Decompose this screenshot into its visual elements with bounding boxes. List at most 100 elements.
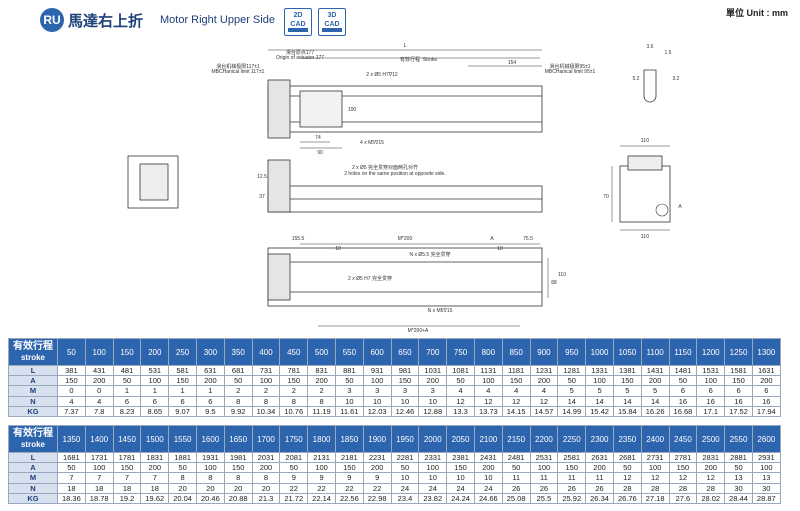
table-cell: 9.5 [195, 405, 225, 417]
stroke-header-cell: 2400 [640, 425, 670, 453]
table-cell: 681 [223, 364, 253, 377]
right-end-view [619, 165, 671, 223]
stroke-header-cell: 1450 [112, 425, 142, 453]
table-cell: 8 [279, 395, 309, 407]
label-a: A [678, 204, 682, 210]
table-cell: 100 [640, 462, 670, 474]
table-cell: 431 [84, 364, 114, 377]
stroke-row-header-en: stroke [20, 440, 45, 449]
table-cell: 1081 [446, 364, 475, 377]
page-title-cn: 馬達右上折 [68, 13, 144, 30]
table-cell: 10 [390, 395, 420, 407]
table-cell: 200 [473, 462, 503, 474]
dim-10-right: 10 [497, 246, 503, 252]
n-screw: N x M5∇15 [428, 308, 453, 314]
table-cell: 10.34 [251, 405, 281, 417]
cad-3d-button[interactable]: 3D CAD [318, 8, 346, 36]
table-cell: 10 [418, 472, 448, 484]
table-cell: 6 [696, 385, 726, 397]
table-cell: 100 [529, 462, 559, 474]
table-cell: 28.87 [751, 492, 781, 504]
table-cell: 11.61 [334, 405, 364, 417]
table-cell: 16 [724, 395, 753, 407]
table-cell: 5 [612, 385, 642, 397]
stroke-header-cell: 1500 [140, 425, 170, 453]
table-cell: 200 [696, 462, 726, 474]
table-cell: 16.26 [640, 405, 670, 417]
dim-3-6: 3.6 [647, 44, 654, 50]
stroke-header-cell: 2600 [751, 425, 781, 453]
table-cell: 28 [668, 482, 698, 494]
table-cell: 9 [334, 472, 364, 484]
table-cell: 50 [501, 462, 531, 474]
row-label: L [8, 364, 58, 377]
table-cell: 200 [84, 375, 114, 387]
table-cell: 2681 [612, 451, 642, 464]
table-cell: 21.72 [279, 492, 309, 504]
table-cell: 1 [140, 385, 170, 397]
table-cell: 2 [251, 385, 281, 397]
table-cell: 2381 [446, 451, 475, 464]
table-cell: 11 [501, 472, 531, 484]
table-cell: 2131 [307, 451, 336, 464]
table-cell: 10 [446, 472, 475, 484]
limit-right-cn: 滑台机械极限95±1 [549, 63, 590, 70]
table-cell: 28.02 [696, 492, 726, 504]
table-cell: 2081 [279, 451, 309, 464]
table-cell: 8 [251, 395, 281, 407]
dim-75-5: 75.5 [523, 236, 533, 242]
stroke-header-cell: 1250 [724, 338, 753, 366]
table-cell: 3 [334, 385, 364, 397]
table-cell: 7 [84, 472, 114, 484]
table-cell: 14 [612, 395, 642, 407]
stroke-header-cell: 1850 [334, 425, 364, 453]
table-cell: 7 [112, 472, 142, 484]
table-cell: 22 [279, 482, 309, 494]
table-cell: 26.34 [585, 492, 614, 504]
table-cell: 50 [168, 462, 197, 474]
table-cell: 24 [446, 482, 475, 494]
table-cell: 150 [612, 375, 642, 387]
table-cell: 2881 [724, 451, 753, 464]
table-cell: 2831 [696, 451, 726, 464]
table-cell: 100 [751, 462, 781, 474]
table-cell: 100 [195, 462, 225, 474]
stroke-header-cell: 800 [473, 338, 503, 366]
stroke-header-cell: 700 [418, 338, 448, 366]
table-cell: 8 [251, 472, 281, 484]
table-cell: 30 [751, 482, 781, 494]
table-cell: 14 [640, 395, 670, 407]
table-cell: 2631 [585, 451, 614, 464]
table-cell: 10 [362, 395, 392, 407]
cad-2d-button[interactable]: 2D CAD [284, 8, 312, 36]
table-cell: 4 [529, 385, 559, 397]
stroke-header-cell: 50 [57, 338, 86, 366]
table-cell: 1331 [585, 364, 614, 377]
table-cell: 24 [418, 482, 448, 494]
stroke-header-cell: 1600 [195, 425, 225, 453]
table-cell: 16 [751, 395, 781, 407]
table-cell: 18.36 [57, 492, 86, 504]
table-cell: 150 [168, 375, 197, 387]
table-cell: 1381 [612, 364, 642, 377]
table-cell: 17.52 [724, 405, 753, 417]
table-cell: 5 [640, 385, 670, 397]
table-cell: 18 [112, 482, 142, 494]
dim-3-2: 3.2 [673, 76, 680, 82]
table-cell: 12 [612, 472, 642, 484]
table-cell: 150 [390, 375, 420, 387]
table-cell: 1031 [418, 364, 448, 377]
table-cell: 2 [223, 385, 253, 397]
dim-88: 88 [551, 280, 557, 286]
table-cell: 100 [418, 462, 448, 474]
stroke-header-cell: 200 [140, 338, 170, 366]
table-cell: 23.82 [418, 492, 448, 504]
table-cell: 150 [446, 462, 475, 474]
stroke-header-cell: 2300 [585, 425, 614, 453]
stroke-header-cell: 250 [168, 338, 197, 366]
table-cell: 6 [668, 385, 698, 397]
table-cell: 19.2 [112, 492, 142, 504]
table-cell: 7.8 [84, 405, 114, 417]
